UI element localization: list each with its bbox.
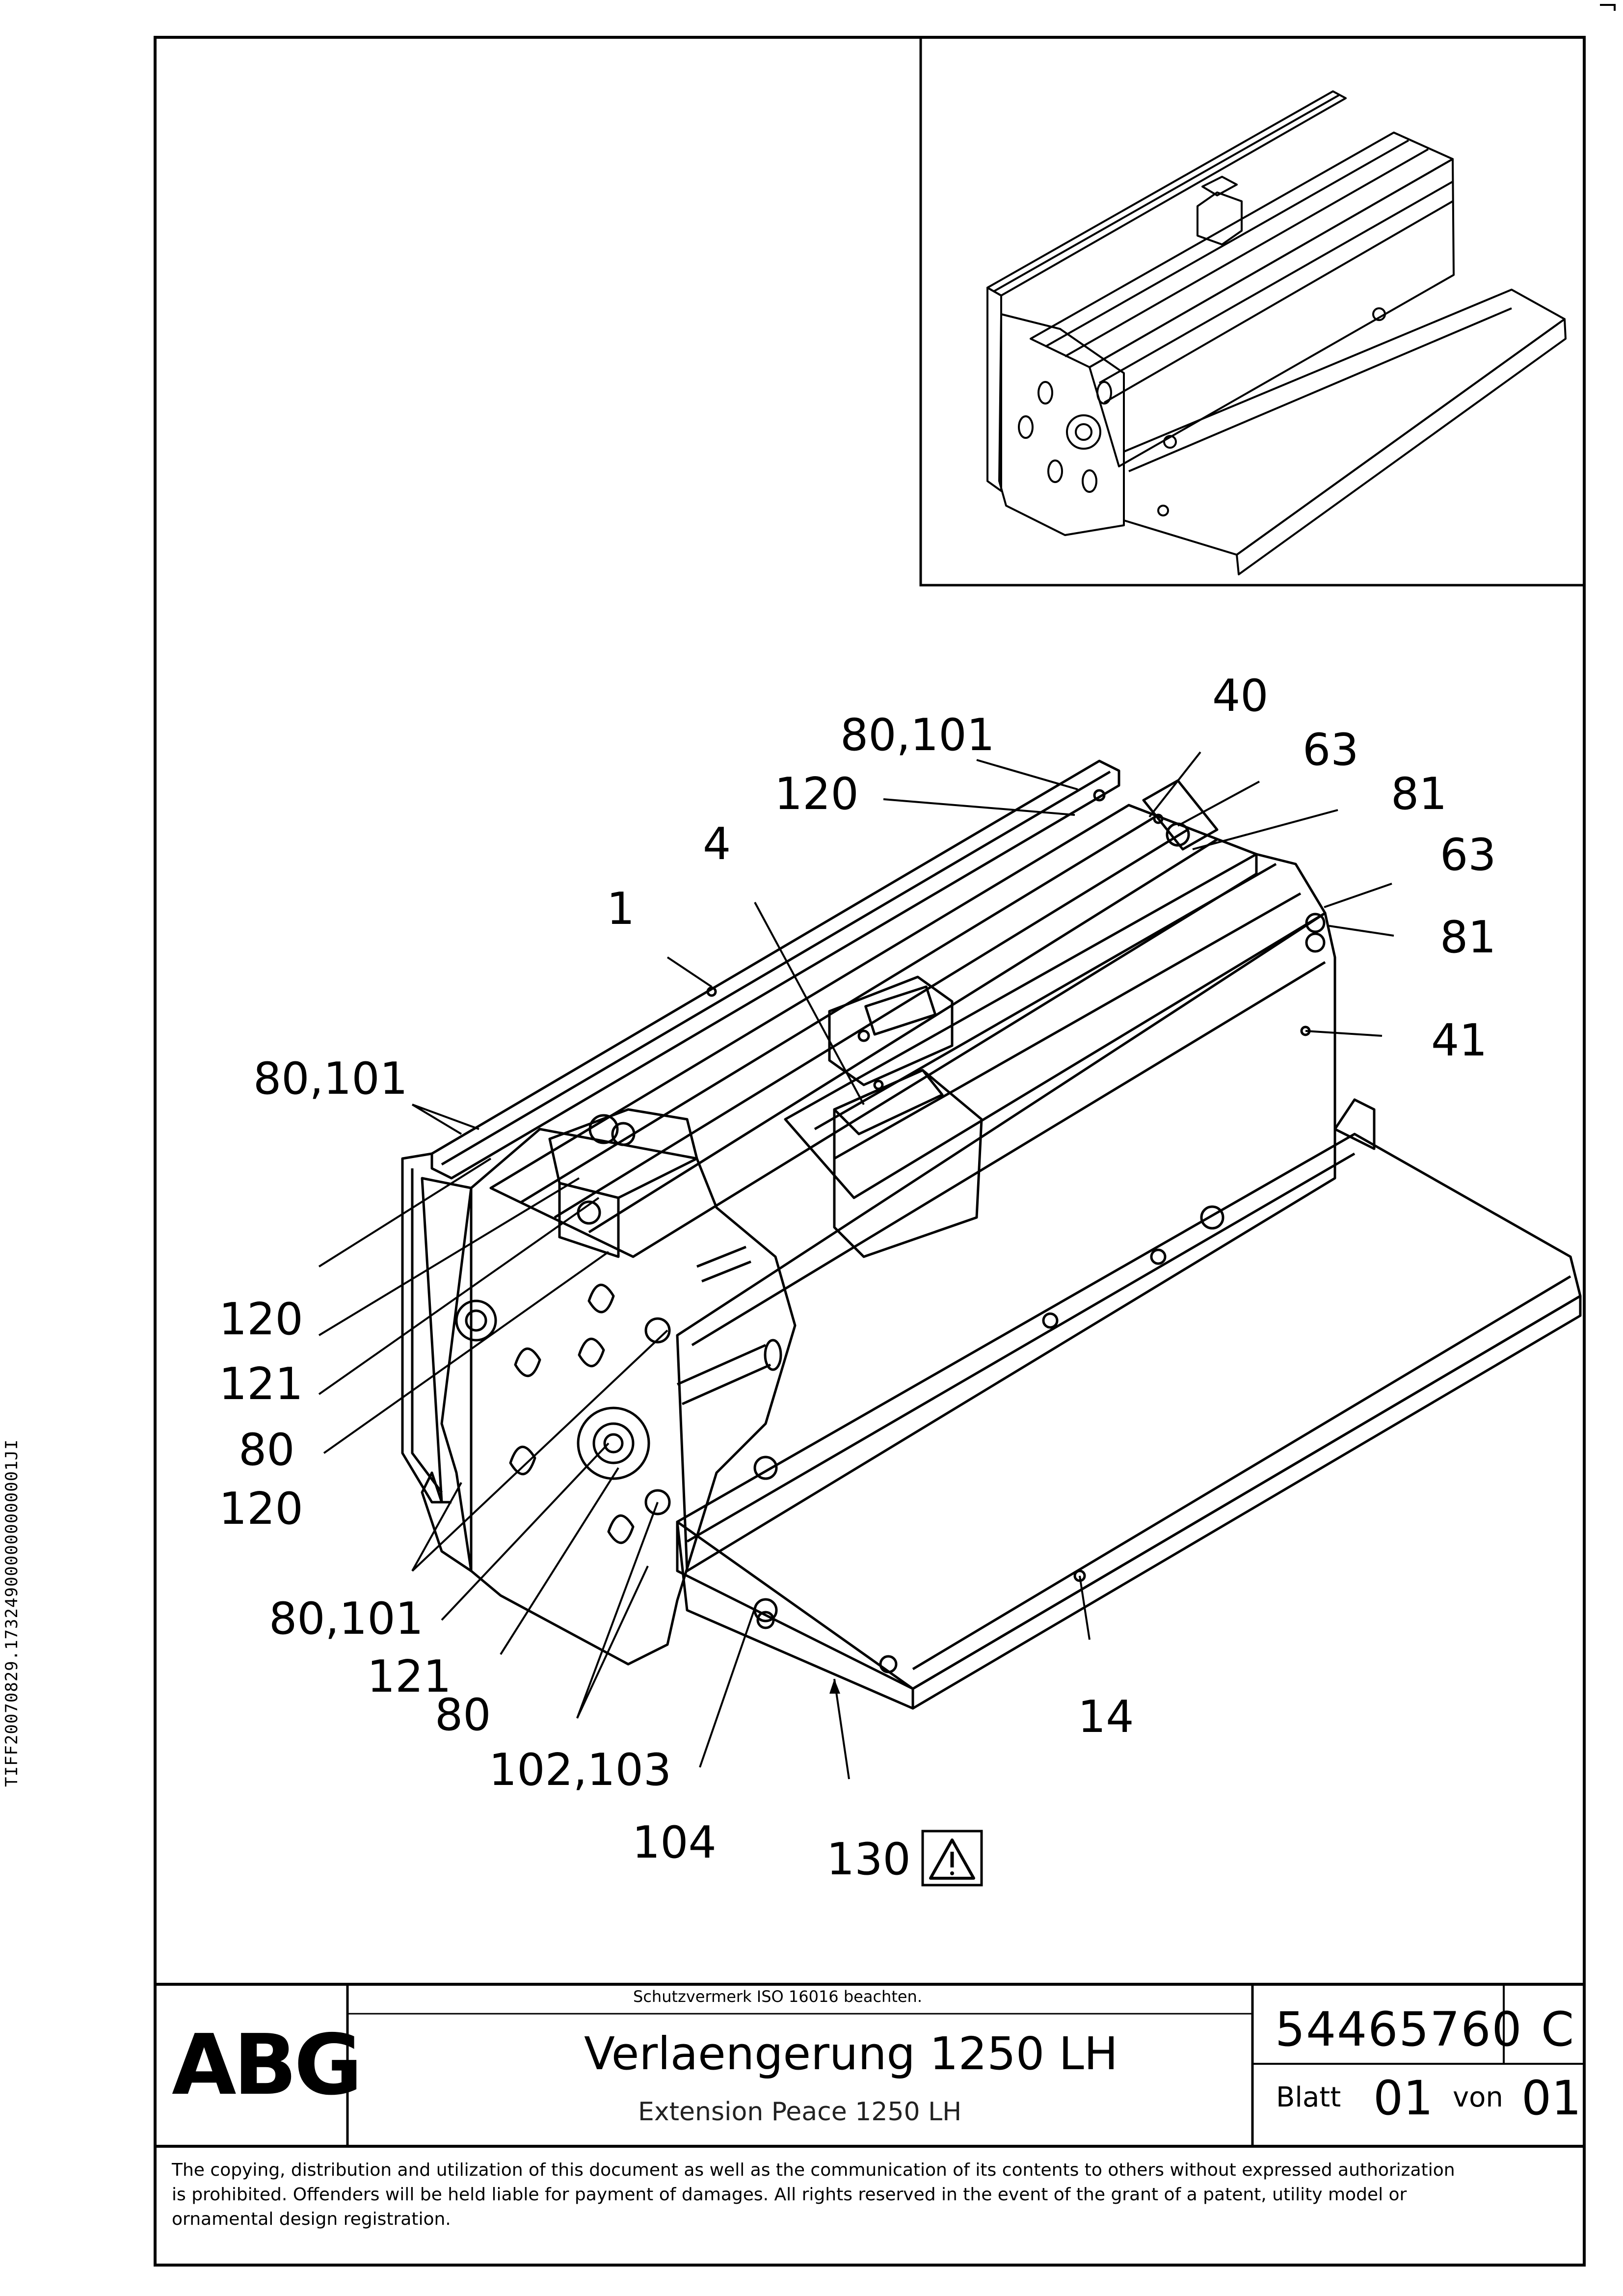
- protection-notice: Schutzvermerk ISO 16016 beachten.: [633, 1987, 922, 2006]
- callout-63-b: 63: [1440, 829, 1496, 881]
- callout-1: 1: [607, 883, 635, 935]
- callout-81-b: 81: [1440, 912, 1496, 963]
- revision-letter: C: [1541, 2002, 1574, 2057]
- copyright-line: ornamental design registration.: [172, 2209, 451, 2229]
- corner-mark: [1600, 4, 1616, 11]
- callout-121-b: 121: [367, 1651, 452, 1702]
- inset-assembly-drawing: [986, 90, 1567, 575]
- side-file-code: TIFF20070829.173249000000000001JI: [2, 1439, 22, 1787]
- callout-63-a: 63: [1303, 724, 1359, 776]
- callout-4: 4: [703, 818, 731, 870]
- callout-102-103: 102,103: [489, 1744, 671, 1796]
- callout-120-a: 120: [219, 1294, 303, 1345]
- callout-80-101-top: 80,101: [840, 709, 995, 761]
- callout-120-top: 120: [774, 768, 859, 820]
- callout-121-a: 121: [219, 1358, 303, 1410]
- sheet-number: 01: [1373, 2071, 1434, 2126]
- copyright-line: The copying, distribution and utilizatio…: [172, 2160, 1455, 2180]
- callout-80-a: 80: [239, 1424, 295, 1476]
- callout-81-a: 81: [1391, 768, 1447, 820]
- sheet-label: Blatt: [1276, 2081, 1341, 2113]
- callout-104: 104: [632, 1817, 717, 1868]
- callout-130: 130: [826, 1834, 911, 1885]
- callout-40: 40: [1212, 670, 1269, 722]
- warning-triangle-icon: [921, 1830, 983, 1887]
- copyright-line: is prohibited. Offenders will be held li…: [172, 2185, 1407, 2205]
- callout-labels: 80,101 120 40 63 81 63 81 4 1 41 80,101 …: [219, 670, 1496, 1885]
- drawing-frame: [154, 36, 1586, 2267]
- company-logo: ABG: [172, 2017, 363, 2114]
- callout-120-b: 120: [219, 1483, 303, 1535]
- sheet-of-label: von: [1453, 2081, 1503, 2113]
- drawing-title: Verlaengerung 1250 LH: [584, 2027, 1118, 2080]
- callout-41: 41: [1431, 1015, 1488, 1066]
- leader-arrowhead: [829, 1679, 840, 1694]
- callout-80-b: 80: [435, 1689, 491, 1741]
- callout-14: 14: [1078, 1691, 1134, 1743]
- sheet-total: 01: [1521, 2071, 1582, 2126]
- leader-lines: [318, 751, 1394, 1780]
- callout-80-101-low: 80,101: [269, 1593, 424, 1645]
- callout-80-101-left: 80,101: [253, 1053, 408, 1105]
- inset-view-frame: [919, 36, 1586, 587]
- copyright-notice: The copying, distribution and utilizatio…: [172, 2158, 1595, 2232]
- title-block-grid: [155, 1983, 1584, 2148]
- main-assembly-drawing: [401, 759, 1582, 1710]
- document-number: 54465760: [1275, 2002, 1523, 2057]
- drawing-subtitle: Extension Peace 1250 LH: [638, 2097, 962, 2127]
